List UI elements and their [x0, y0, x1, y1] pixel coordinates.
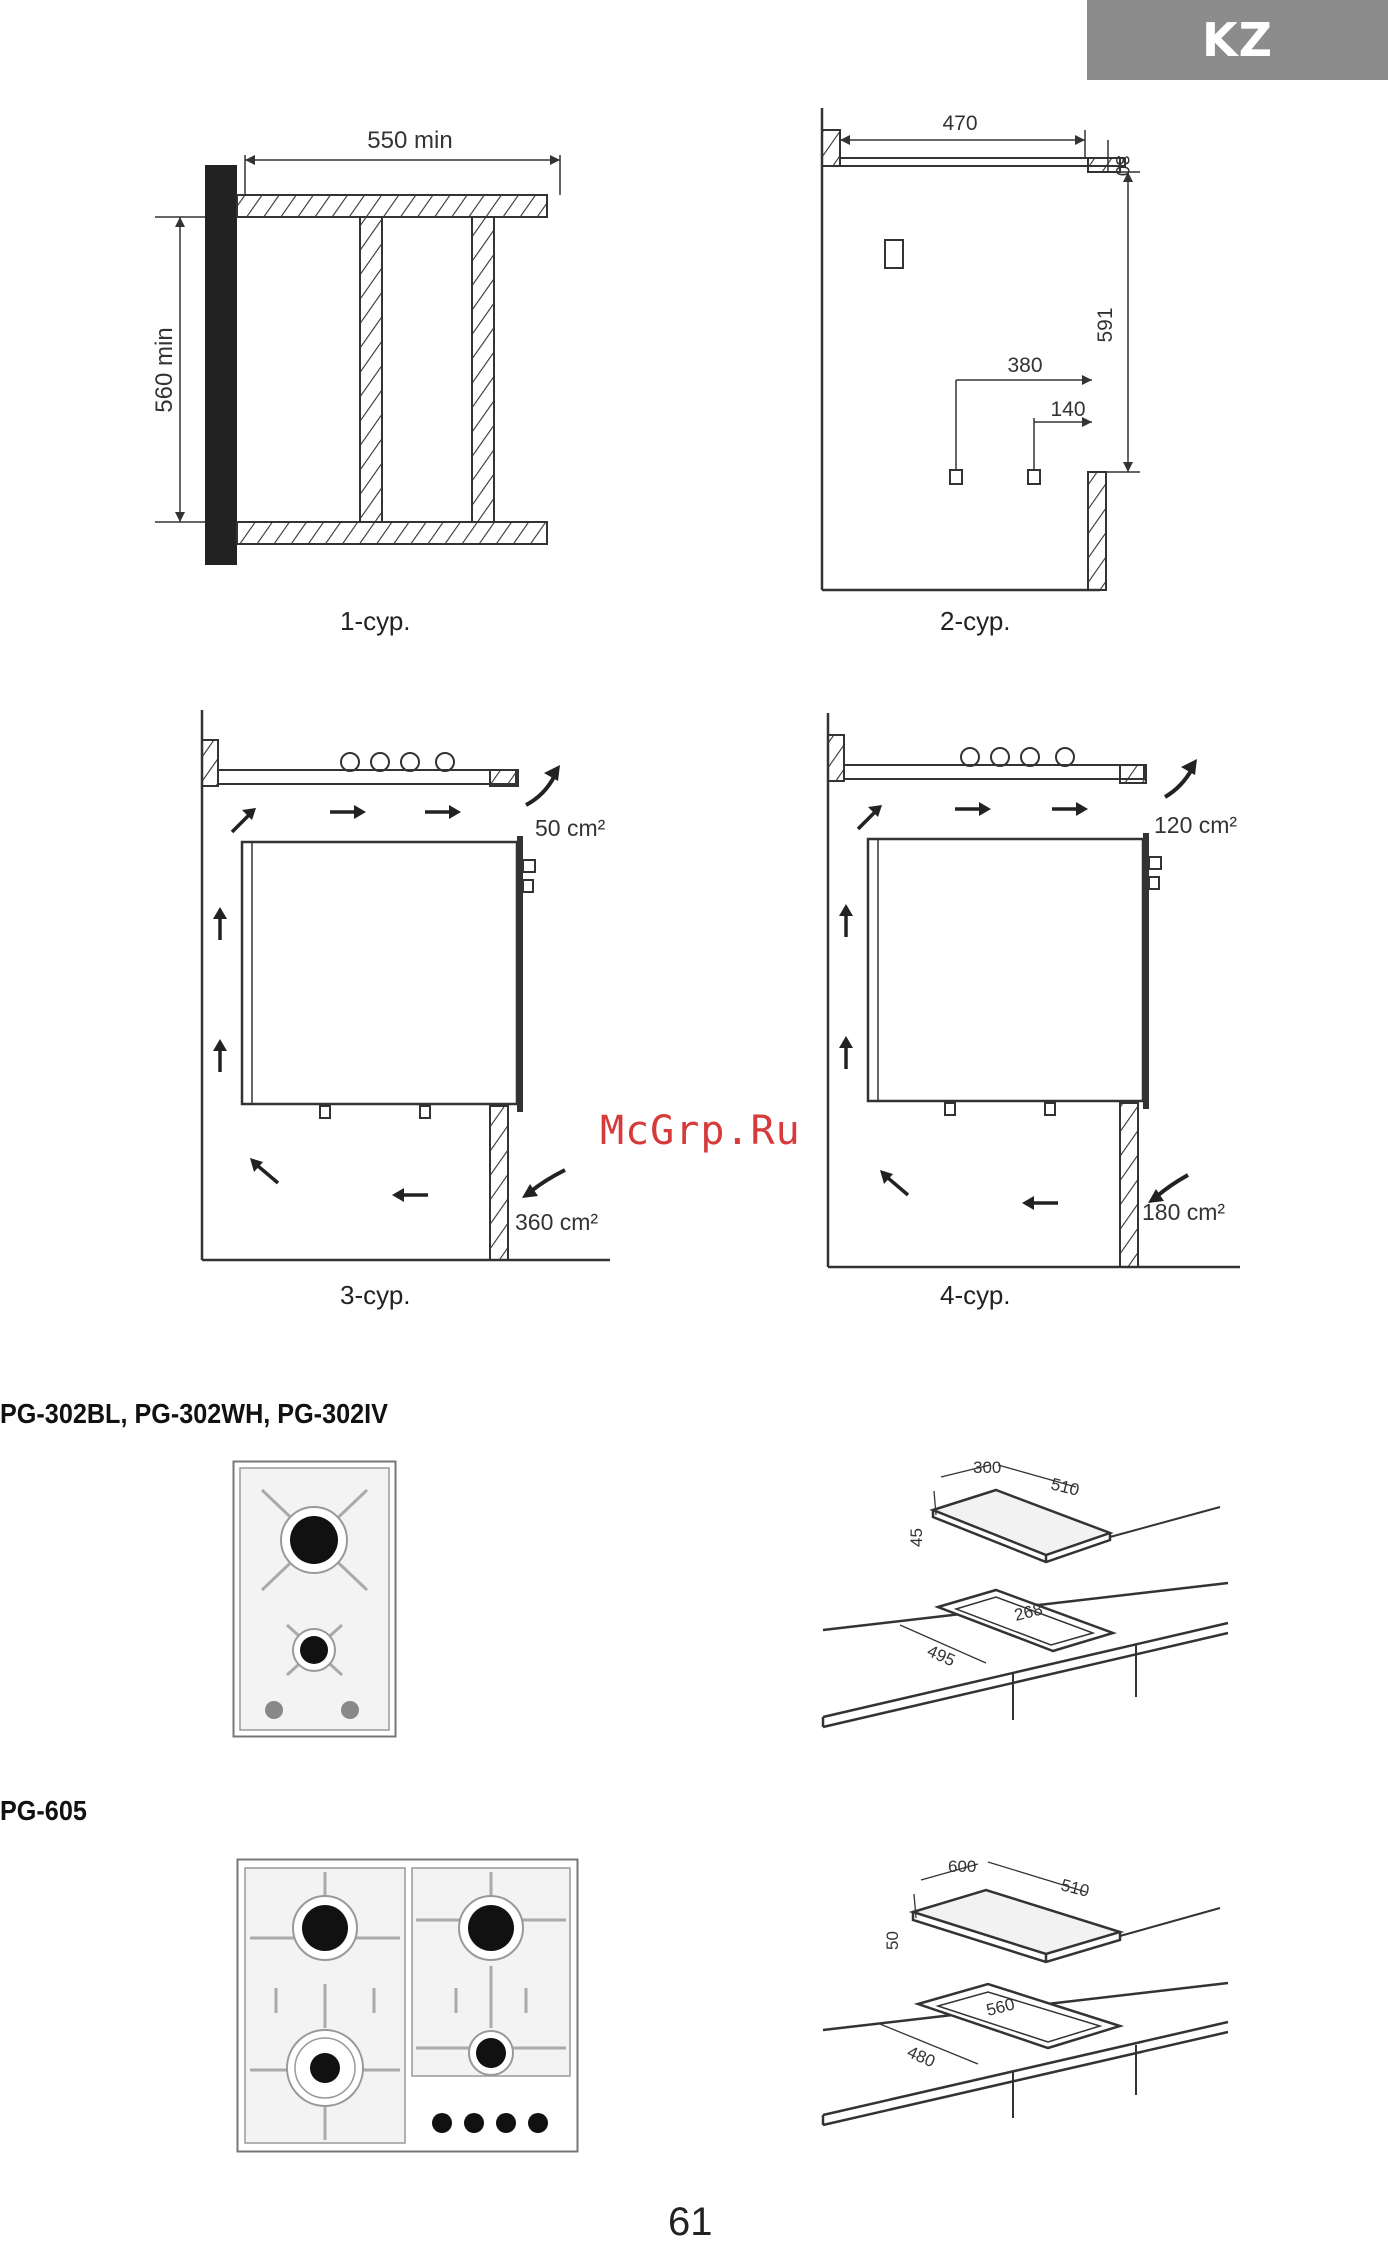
- model-title-pg605: PG-605: [0, 1795, 87, 1827]
- pg605-cut-depth-label: 480: [904, 2042, 938, 2071]
- fig1-width-label: 550 min: [367, 127, 452, 154]
- fig3-area-bottom: 360 cm²: [515, 1209, 598, 1235]
- figure-4-ventilation-diagram: 120 cm² 180 cm²: [820, 705, 1260, 1285]
- figure-2-caption: 2-сур.: [940, 606, 1011, 637]
- figure-1-cabinet-diagram: 550 min 560 min: [150, 110, 570, 570]
- watermark: McGrp.Ru: [600, 1108, 801, 1154]
- pg302-installation-diagram: 300 510 45 268 495: [818, 1455, 1238, 1755]
- fig4-area-bottom: 180 cm²: [1142, 1199, 1225, 1225]
- pg302-height-label: 45: [907, 1528, 926, 1547]
- model-title-pg302: PG-302BL, PG-302WH, PG-302IV: [0, 1398, 388, 1430]
- fig2-dim-470: 470: [942, 112, 977, 135]
- pg605-width-label: 600: [948, 1857, 976, 1876]
- figure-2-wall-diagram: 470 30 591 380 140: [810, 100, 1140, 600]
- language-badge: KZ: [1087, 0, 1388, 80]
- page-number: 61: [668, 2200, 713, 2245]
- fig4-area-top: 120 cm²: [1154, 812, 1237, 838]
- pg302-width-label: 300: [973, 1458, 1001, 1477]
- figure-3-caption: 3-сур.: [340, 1280, 411, 1311]
- fig2-dim-30: 30: [1111, 155, 1132, 176]
- figure-1-caption: 1-сур.: [340, 606, 411, 637]
- fig2-dim-591: 591: [1094, 307, 1117, 342]
- pg302-cut-depth-label: 495: [924, 1641, 958, 1670]
- pg302-hob-top-view: [232, 1460, 397, 1738]
- figure-4-caption: 4-сур.: [940, 1280, 1011, 1311]
- fig2-dim-140: 140: [1050, 398, 1085, 421]
- figure-3-ventilation-diagram: 50 cm² 360 cm²: [190, 700, 650, 1280]
- fig2-dim-380: 380: [1007, 354, 1042, 377]
- pg605-hob-top-view: [236, 1858, 579, 2153]
- fig3-area-top: 50 cm²: [535, 815, 606, 841]
- pg605-depth-label: 510: [1059, 1875, 1091, 1900]
- fig1-height-label: 560 min: [151, 327, 178, 412]
- pg605-installation-diagram: 600 510 50 560 480: [818, 1850, 1238, 2150]
- pg605-height-label: 50: [883, 1931, 902, 1950]
- pg302-depth-label: 510: [1049, 1474, 1081, 1499]
